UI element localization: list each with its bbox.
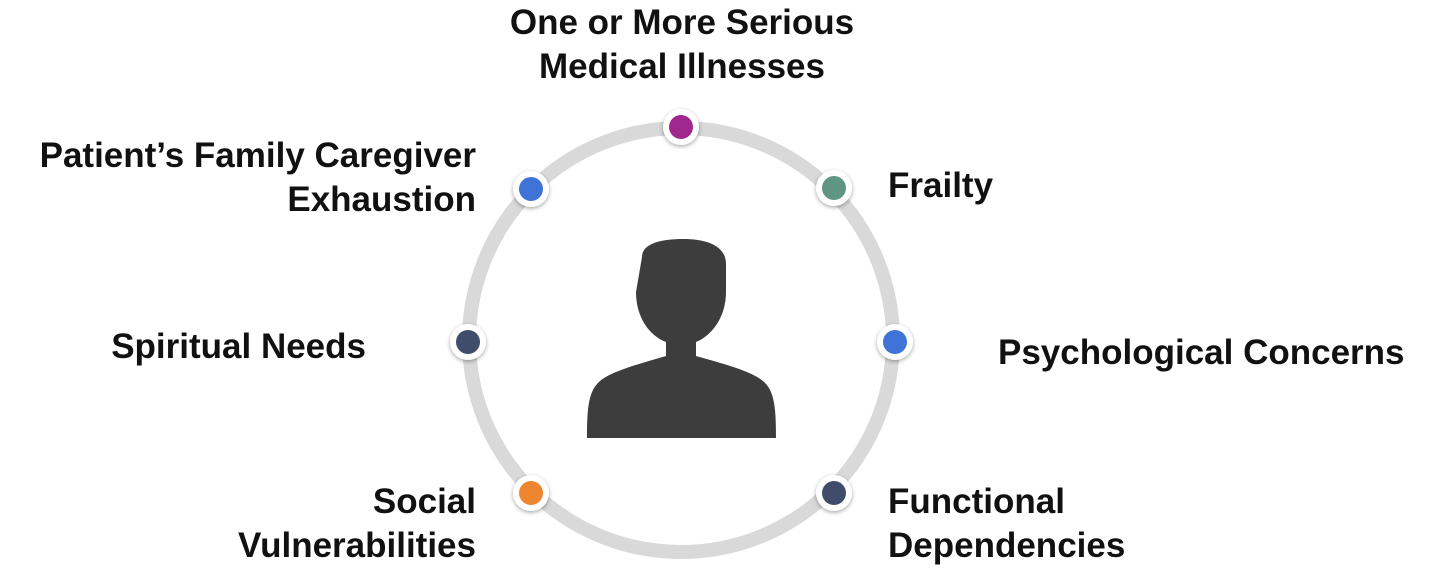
label-serious-illness: One or More Serious Medical Illnesses	[482, 1, 882, 89]
node-social	[513, 475, 549, 511]
node-functional	[816, 475, 852, 511]
label-frailty: Frailty	[888, 164, 993, 208]
label-line: Psychological Concerns	[998, 333, 1405, 372]
label-line: Patient’s Family Caregiver	[39, 136, 476, 175]
label-line: Exhaustion	[287, 180, 476, 219]
label-line: Dependencies	[888, 526, 1126, 565]
label-caregiver-exhaustion: Patient’s Family Caregiver Exhaustion	[0, 134, 476, 222]
node-caregiver	[513, 171, 549, 207]
person-silhouette-icon	[587, 239, 776, 438]
label-line: Frailty	[888, 166, 994, 205]
label-social-vulnerabilities: Social Vulnerabilities	[0, 480, 476, 568]
node-psychological	[877, 324, 913, 360]
label-line: Spiritual Needs	[111, 327, 366, 366]
label-line: Medical Illnesses	[539, 47, 825, 86]
node-spiritual	[450, 324, 486, 360]
label-functional-dependencies: Functional Dependencies	[888, 480, 1125, 568]
node-serious-illness	[663, 109, 699, 145]
label-psychological-concerns: Psychological Concerns	[998, 331, 1405, 375]
label-line: Functional	[888, 482, 1065, 521]
label-line: Social	[372, 482, 476, 521]
label-spiritual-needs: Spiritual Needs	[0, 325, 366, 369]
node-frailty	[816, 170, 852, 206]
label-line: Vulnerabilities	[238, 526, 476, 565]
label-line: One or More Serious	[509, 3, 855, 42]
